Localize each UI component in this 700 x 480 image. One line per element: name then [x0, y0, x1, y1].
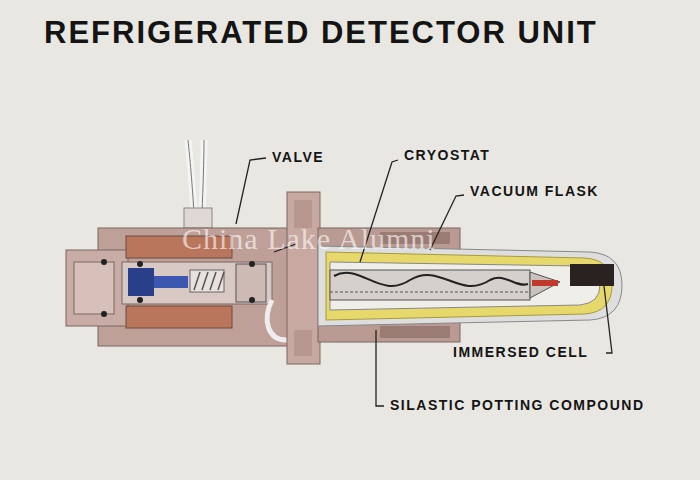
leader-lines	[236, 158, 612, 406]
cable	[184, 140, 212, 228]
part-label: IMMERSED CELL	[453, 344, 588, 360]
part-label: VACUUM FLASK	[470, 183, 599, 199]
flange	[287, 192, 320, 364]
sleeve-band	[380, 326, 450, 338]
part-label: CRYOSTAT	[404, 147, 490, 163]
diagram-title: REFRIGERATED DETECTOR UNIT	[44, 15, 598, 51]
vacuum-flask	[318, 246, 622, 326]
watermark: China Lake Alumni	[182, 222, 436, 256]
part-label: VALVE	[272, 149, 324, 165]
part-label: SILASTIC POTTING COMPOUND	[390, 397, 645, 413]
